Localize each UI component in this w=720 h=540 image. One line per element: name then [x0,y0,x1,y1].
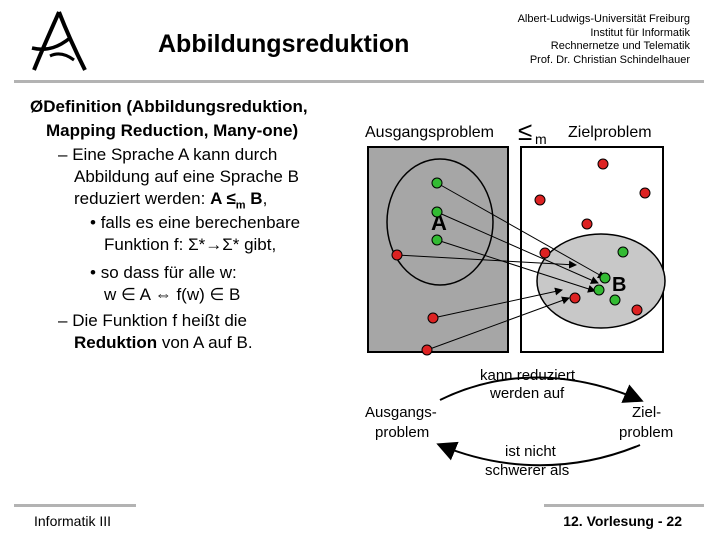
mapping-arrow [436,182,606,279]
element-in-a-dot [431,206,443,218]
dot-item-2-line-1: so dass für alle w: [100,263,237,282]
arrow-bottom-text-2: schwerer als [485,462,569,479]
target-element-dot [631,304,643,316]
dot-symbol: • [90,263,96,282]
institution-block: Albert-Ludwigs-Universität Freiburg Inst… [518,13,690,67]
left-label-2: problem [375,424,429,441]
mapping-arrow [426,296,570,351]
footer-divider-left [14,504,136,507]
arrow-bottom-text-1: ist nicht [505,443,557,460]
left-label-1: Ausgangs- [365,404,437,421]
element-in-b-dot [617,246,629,258]
target-problem-label: Zielproblem [568,124,652,141]
footer-course: Informatik III [34,513,112,529]
dash-item-1-line-2: Abbildung auf eine Sprache B [74,167,299,186]
set-a-ellipse [386,158,494,286]
university-logo-icon [31,11,87,71]
dot-item-2-line-2: w ∈ A ⇔ f(w) ∈ B [104,285,241,304]
dot-item-1-line-1: falls es eine berechenbare [100,213,301,232]
right-label-2: problem [619,424,673,441]
leq-subscript: m [535,131,547,147]
dash-item-2-line-2: Reduktion von A auf B. [74,332,253,354]
formula-b: B [245,189,263,208]
mapping-arrow [396,254,577,269]
dot-item-1-line-2: Funktion f: Σ*→Σ* gibt, [104,235,277,254]
term-reduktion: Reduktion [74,333,158,352]
dash-item-2-line-1: Die Funktion f heißt die [72,311,248,330]
arrow-top-text-2: werden auf [489,385,565,402]
mapping-arrow [436,211,599,284]
dot-item-2: • so dass für alle w: [90,262,237,284]
right-label-1: Ziel- [632,404,661,421]
element-in-a-dot [431,177,443,189]
definition-heading-2: Mapping Reduction, Many-one) [46,121,299,140]
element-not-in-a-dot [427,312,439,324]
reduces-to-arrow [439,376,644,403]
set-b-label: B [612,274,626,296]
dash-symbol: – [58,145,68,164]
reduction-diagram: Ausgangsproblem ≤ m Zielproblem A B kann… [365,116,673,479]
target-element-dot [639,187,651,199]
dash-item-1-line-3: reduziert werden: A ≤m B, [74,188,267,216]
text-fragment: , [262,189,268,208]
dash-item-1-line-1: Eine Sprache A kann durch [72,145,278,164]
dot-symbol: • [90,213,96,232]
text-fragment: von A auf B. [157,333,253,352]
not-harder-arrow [436,441,641,467]
element-in-b-dot [593,284,605,296]
source-problem-label: Ausgangsproblem [365,124,494,141]
text-fragment: reduziert werden: [74,189,211,208]
institution-line: Rechnernetze und Telematik [550,40,690,52]
target-element-dot [539,247,551,259]
page-title: Abbildungsreduktion [158,30,410,58]
definition-bullet: ØDefinition (Abbildungsreduktion, [30,96,308,118]
target-element-dot [581,218,593,230]
mapping-arrow [432,287,563,319]
footer-divider-right [544,504,704,507]
element-in-a-dot [431,234,443,246]
bullet-arrow-icon: Ø [30,97,44,116]
institution-line: Albert-Ludwigs-Universität Freiburg [517,13,690,25]
dash-item-2: – Die Funktion f heißt die [58,310,247,332]
institution-line: Prof. Dr. Christian Schindelhauer [529,53,690,66]
dash-item-1: – Eine Sprache A kann durch [58,144,277,166]
institution-line: Institut für Informatik [590,26,690,39]
dot-item-1: • falls es eine berechenbare [90,212,300,234]
formula-sub-m: m [235,199,246,212]
dash-symbol: – [58,311,68,330]
element-not-in-a-dot [421,344,433,356]
element-in-b-dot [609,294,621,306]
target-element-dot [534,194,546,206]
target-element-dot [569,292,581,304]
header-divider [14,80,704,83]
footer-page-number: 12. Vorlesung - 22 [563,513,682,529]
target-element-dot [597,158,609,170]
leq-symbol: ≤ [518,116,532,146]
definition-heading-1: Definition (Abbildungsreduktion, [43,97,308,116]
element-in-b-dot [599,272,611,284]
formula-a-leq: A ≤ [210,189,236,208]
element-not-in-a-dot [391,249,403,261]
mapping-arrow [436,239,596,293]
